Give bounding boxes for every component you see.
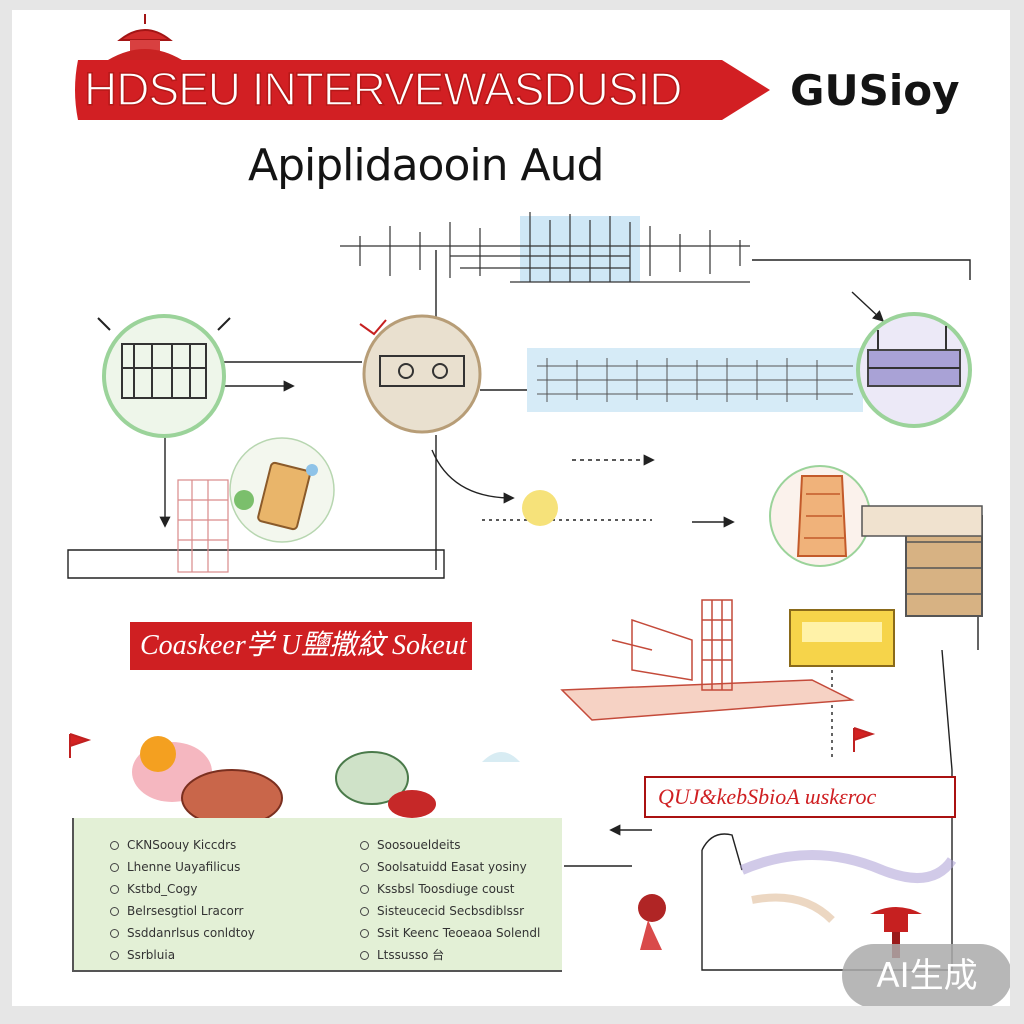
list-item: Lhenne Uayafilicus (110, 856, 255, 878)
details-panel: CKNSoouy Kiccdrs Lhenne Uayafilicus Kstb… (72, 818, 562, 972)
list-item: Belrsesgtiol Lracorr (110, 900, 255, 922)
bullet-icon (110, 863, 119, 872)
bullet-icon (360, 885, 369, 894)
process-band-sketch (527, 348, 863, 412)
bullet-icon (110, 929, 119, 938)
flag-icon-right (848, 724, 878, 754)
bullet-icon (360, 951, 369, 960)
ai-generated-badge: AI生成 (842, 944, 1010, 1006)
produce-illustration (102, 732, 522, 832)
list-item: Ssrbluia (110, 944, 255, 966)
bullet-icon (360, 929, 369, 938)
machine-node (848, 310, 980, 430)
bullet-icon (360, 863, 369, 872)
city-bubble-icon (172, 430, 342, 580)
bullet-icon (360, 841, 369, 850)
city-skyline-icon (330, 206, 760, 306)
list-item: Ltssusso 台 (360, 944, 540, 966)
bullet-icon (110, 907, 119, 916)
sun-marker-icon (512, 480, 572, 540)
bullet-icon (360, 907, 369, 916)
bullet-icon (110, 841, 119, 850)
section-label-left: Coaskeer学 U鹽撒紋 Sokeut (130, 622, 472, 670)
flag-icon (64, 730, 94, 760)
panel-list-right: Soosoueldeits Soolsatuidd Easat yosiny K… (360, 834, 540, 966)
list-item: Sisteucecid Secbsdiblssr (360, 900, 540, 922)
building-node (94, 310, 234, 440)
section-label-right: QUJ&kebSbioA ɯskɛroc (644, 776, 956, 818)
list-item: Soosoueldeits (360, 834, 540, 856)
device-node (352, 314, 492, 434)
infographic-page: HDSEU INTERVEWASDUSID GUSioy Apiplidaooi… (12, 10, 1010, 1006)
list-item: Kstbd_Cogy (110, 878, 255, 900)
list-item: Kssbsl Toosdiuge coust (360, 878, 540, 900)
list-item: Ssit Keenc Teoeaoa Solendl (360, 922, 540, 944)
panel-list-left: CKNSoouy Kiccdrs Lhenne Uayafilicus Kstb… (110, 834, 255, 966)
bullet-icon (110, 885, 119, 894)
list-item: CKNSoouy Kiccdrs (110, 834, 255, 856)
list-item: Soolsatuidd Easat yosiny (360, 856, 540, 878)
bullet-icon (110, 951, 119, 960)
list-item: Ssddanrlsus conldtoy (110, 922, 255, 944)
